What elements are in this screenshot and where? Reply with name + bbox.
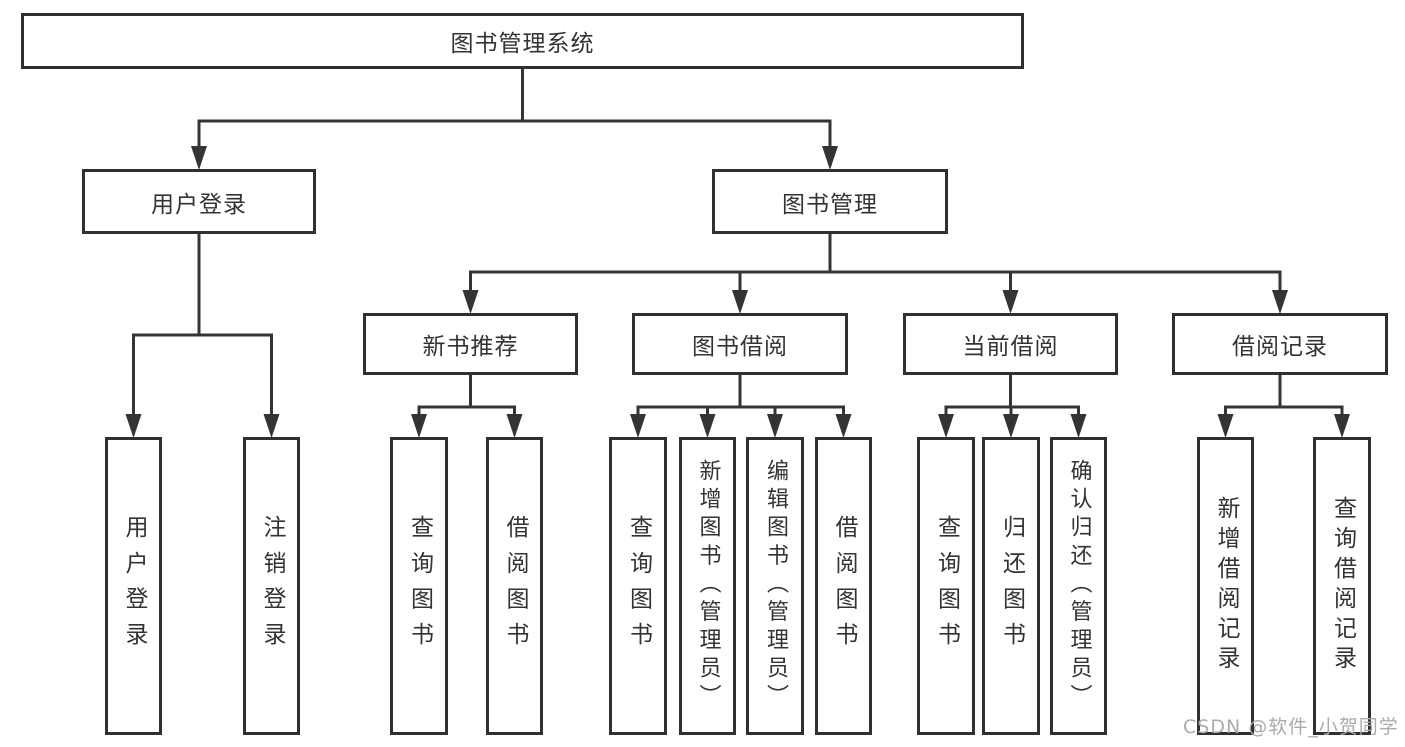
node-leaf-query-1: 查询图书: [390, 437, 448, 735]
arrow-into-book-borrow: [732, 290, 748, 314]
arrow-into-cur-borrow: [1002, 290, 1019, 314]
node-leaf-query-record: 查询借阅记录: [1313, 437, 1371, 735]
arrow-into-user-login: [191, 146, 207, 170]
arrow-into-borrow-rec: [1272, 290, 1288, 314]
node-leaf-return: 归还图书: [982, 437, 1040, 735]
connector-new-rec: [411, 374, 523, 438]
node-leaf-query-3: 查询图书: [917, 437, 975, 735]
connector-root: [191, 68, 838, 170]
node-leaf-edit-book: 编辑图书（管理员）: [746, 437, 804, 735]
arrow-into-leaf-confirm-return: [1070, 414, 1087, 438]
arrow-into-leaf-add-book: [699, 414, 716, 438]
node-book-mgmt: 图书管理: [712, 169, 948, 234]
arrow-into-leaf-borrow-2: [835, 414, 852, 438]
node-leaf-add-record: 新增借阅记录: [1197, 437, 1254, 735]
node-cur-borrow: 当前借阅: [903, 313, 1118, 375]
node-root: 图书管理系统: [21, 13, 1024, 69]
node-borrow-rec: 借阅记录: [1172, 313, 1388, 375]
arrow-into-leaf-borrow-1: [506, 414, 523, 438]
connector-borrow-rec: [1217, 374, 1350, 438]
arrow-into-leaf-query-2: [630, 414, 646, 438]
arrow-into-leaf-query-record: [1334, 414, 1350, 438]
node-leaf-user-login: 用户登录: [105, 437, 162, 735]
node-leaf-add-book: 新增图书（管理员）: [679, 437, 736, 735]
arrow-into-leaf-logout: [263, 414, 280, 438]
node-leaf-borrow-2: 借阅图书: [815, 437, 872, 735]
node-leaf-confirm-return: 确认归还（管理员）: [1050, 437, 1107, 735]
node-book-borrow: 图书借阅: [632, 313, 848, 375]
connector-cur-borrow: [938, 374, 1087, 438]
arrow-into-new-rec: [462, 290, 479, 314]
arrow-into-leaf-add-record: [1217, 414, 1234, 438]
connector-user-login: [125, 233, 280, 438]
arrow-into-book-mgmt: [822, 146, 838, 170]
arrow-into-leaf-user-login: [125, 414, 142, 438]
node-leaf-query-2: 查询图书: [609, 437, 667, 735]
node-new-rec: 新书推荐: [363, 313, 578, 375]
arrow-into-leaf-edit-book: [767, 414, 783, 438]
connector-book-mgmt: [462, 233, 1288, 314]
arrow-into-leaf-query-3: [938, 414, 954, 438]
node-leaf-logout: 注销登录: [243, 437, 300, 735]
connector-book-borrow: [630, 374, 852, 438]
arrow-into-leaf-query-1: [411, 414, 427, 438]
arrow-into-leaf-return: [1003, 414, 1019, 438]
watermark: CSDN @软件_小贺同学: [1183, 716, 1399, 738]
node-leaf-borrow-1: 借阅图书: [486, 437, 543, 735]
node-user-login: 用户登录: [82, 169, 316, 234]
